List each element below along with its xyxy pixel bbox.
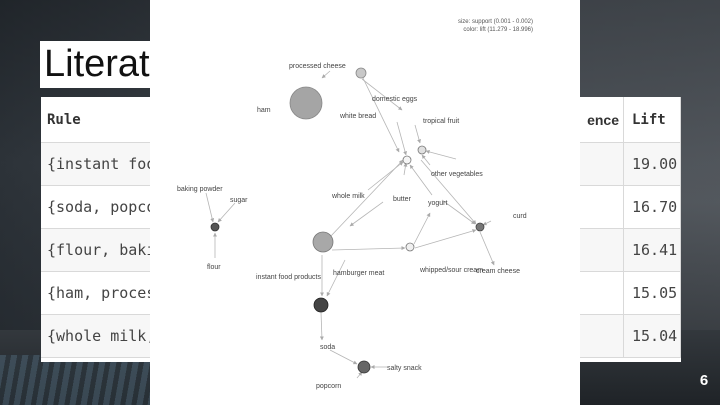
edge — [329, 349, 358, 365]
node-whipped-rule — [405, 242, 415, 252]
edge — [217, 202, 236, 223]
label-domestic-eggs: domestic eggs — [372, 96, 418, 103]
node-ham — [289, 86, 323, 120]
confidence-cell — [580, 229, 624, 272]
confidence-cell — [580, 186, 624, 229]
edge — [409, 164, 433, 196]
edge — [482, 220, 492, 226]
table-row: {whole milk, ins 15.04 — [41, 315, 681, 358]
edge — [441, 199, 476, 225]
rule-cell: {soda, popcorn — [41, 186, 151, 229]
edge — [479, 231, 495, 266]
label-instant-food-products: instant food products — [256, 274, 321, 281]
label-curd: curd — [513, 213, 527, 220]
association-graph: size: support (0.001 - 0.002) color: lif… — [177, 19, 533, 390]
edge — [396, 121, 407, 156]
label-yogurt: yogurt — [428, 200, 448, 207]
slide-title: Literat — [44, 43, 150, 85]
edge — [361, 78, 403, 111]
header-confidence: ence — [580, 97, 624, 143]
confidence-cell — [580, 272, 624, 315]
label-whole-milk: whole milk — [331, 193, 365, 200]
edge — [326, 259, 346, 297]
node-salty-snack-rule — [357, 360, 371, 374]
edge — [414, 229, 477, 249]
edge — [319, 311, 324, 341]
association-graph-panel: size: support (0.001 - 0.002) color: lif… — [150, 0, 580, 405]
edge — [414, 124, 421, 144]
edge — [329, 159, 404, 238]
lift-cell: 19.00 — [624, 143, 681, 186]
page-number: 6 — [699, 372, 709, 389]
edge — [321, 70, 331, 79]
edge — [420, 159, 477, 225]
rule-cell: {flour, baking p — [41, 229, 151, 272]
edge — [205, 192, 215, 223]
node-other-vegetables-hub — [417, 145, 427, 155]
edge — [361, 75, 400, 153]
header-lift: Lift — [624, 97, 681, 143]
table-row: {soda, popcorn 16.70 — [41, 186, 681, 229]
edge — [413, 212, 431, 245]
label-popcorn: popcorn — [316, 383, 341, 390]
lift-cell: 15.04 — [624, 315, 681, 358]
table-row: {ham, processe 15.05 — [41, 272, 681, 315]
label-baking-powder: baking powder — [177, 186, 223, 193]
node-instant-food-rule — [313, 297, 329, 313]
edge — [421, 154, 431, 166]
table-row: {flour, baking p 16.41 — [41, 229, 681, 272]
rule-cell: {ham, processe — [41, 272, 151, 315]
edge — [331, 246, 406, 251]
table-row: {instant food p 19.00 — [41, 143, 681, 186]
label-other-vegetables: other vegetables — [431, 171, 483, 178]
label-soda: soda — [320, 344, 335, 351]
node-curd-rule — [475, 222, 485, 232]
graph-edges — [205, 70, 495, 379]
label-hamburger-meat: hamburger meat — [333, 270, 384, 277]
node-hamburger-rule — [312, 231, 334, 253]
rule-cell: {whole milk, ins — [41, 315, 151, 358]
label-processed-cheese: processed cheese — [289, 63, 346, 70]
label-white-bread: white bread — [339, 113, 376, 120]
lift-cell: 15.05 — [624, 272, 681, 315]
label-butter: butter — [393, 196, 412, 203]
edge — [356, 371, 363, 379]
background-keyboard — [0, 355, 150, 405]
label-cream-cheese: cream cheese — [476, 268, 520, 275]
legend-size: size: support (0.001 - 0.002) — [458, 19, 533, 25]
legend-color: color: lift (11.279 - 18.996) — [463, 27, 533, 33]
label-whipped-sour-cream: whipped/sour cream — [419, 267, 483, 274]
confidence-cell — [580, 315, 624, 358]
lift-cell: 16.70 — [624, 186, 681, 229]
edge — [349, 201, 384, 227]
label-flour: flour — [207, 264, 221, 271]
confidence-cell — [580, 143, 624, 186]
lift-cell: 16.41 — [624, 229, 681, 272]
edge — [367, 161, 404, 191]
label-salty-snack: salty snack — [387, 365, 422, 372]
node-whole-milk-hub — [402, 155, 412, 165]
label-ham: ham — [257, 107, 271, 114]
label-tropical-fruit: tropical fruit — [423, 118, 459, 125]
header-rule: Rule — [41, 97, 151, 143]
rule-cell: {instant food p — [41, 143, 151, 186]
node-processed-cheese — [355, 67, 367, 79]
edge — [425, 149, 457, 160]
label-sugar: sugar — [230, 197, 248, 204]
node-flour-rule — [210, 222, 220, 232]
edge — [403, 162, 408, 176]
